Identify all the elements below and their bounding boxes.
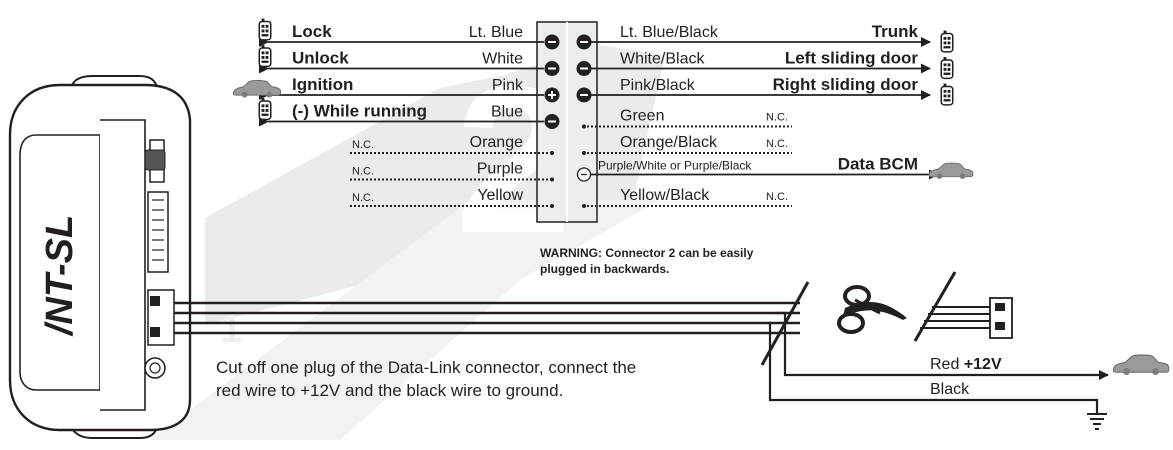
wire-color-label: White — [482, 51, 523, 68]
pin-right-5 — [582, 151, 586, 155]
function-label: Ignition — [292, 75, 353, 94]
wire-color-label: Orange/Black — [620, 134, 718, 151]
power-wire-color: Red — [930, 356, 960, 373]
pin-left-7 — [550, 204, 554, 208]
function-label: Left sliding door — [785, 49, 919, 68]
function-label: Unlock — [292, 49, 349, 68]
nc-label: N.C. — [766, 138, 788, 150]
module-unit: /NT-SL — [8, 75, 192, 439]
warning-line-1: WARNING: Connector 2 can be easily — [540, 246, 754, 260]
wire-color-label: Blue — [491, 104, 523, 121]
ground-icon — [1087, 413, 1107, 430]
watermark-1: 1 — [220, 307, 242, 351]
wire-color-label: Yellow — [477, 187, 523, 204]
function-label: Right sliding door — [773, 75, 919, 94]
function-label: Trunk — [872, 22, 919, 41]
plus-icon — [548, 91, 556, 99]
remote-icon — [940, 56, 954, 80]
cut-plug — [913, 271, 1013, 342]
warning-line-2: plugged in backwards. — [540, 262, 670, 276]
wire-color-label: Pink — [492, 77, 524, 94]
remote-icon — [940, 83, 954, 106]
data-link-wires — [174, 301, 800, 335]
remote-icon — [258, 97, 272, 121]
nc-label: N.C. — [352, 166, 374, 178]
ground-wire-label: Black — [930, 381, 970, 398]
nc-label: N.C. — [352, 192, 374, 204]
car-icon — [928, 162, 974, 180]
scissors-icon — [837, 285, 907, 334]
wire-color-label: Lt. Blue/Black — [620, 24, 719, 41]
module-brand: /NT-SL — [39, 215, 81, 337]
power-wire-voltage: +12V — [963, 356, 1002, 373]
pin-left-5 — [550, 151, 554, 155]
wire-color-label: Yellow/Black — [620, 187, 710, 204]
wire-leaders — [259, 37, 939, 207]
pin-right-7 — [582, 204, 586, 208]
function-label: (-) While running — [292, 102, 427, 121]
data-link-note-1: Cut off one plug of the Data-Link connec… — [216, 358, 637, 377]
power-wire-label: Red +12V — [930, 357, 1002, 373]
function-label: Data BCM — [838, 155, 918, 174]
wire-color-label: Lt. Blue — [469, 24, 523, 41]
connector-2 — [536, 21, 598, 223]
pin-left-6 — [550, 177, 554, 182]
nc-label: N.C. — [766, 191, 788, 203]
wire-color-label: Green — [620, 108, 664, 125]
car-icon — [1112, 354, 1170, 376]
function-label: Lock — [292, 22, 332, 41]
wire-color-label: Pink/Black — [620, 77, 696, 94]
ground-wire — [768, 321, 1099, 414]
car-icon — [232, 80, 282, 98]
wire-color-label: Orange — [470, 134, 523, 151]
nc-label: N.C. — [766, 112, 788, 124]
power-wire — [775, 311, 1109, 380]
pin-right-4 — [582, 124, 586, 129]
data-link-note-2: red wire to +12V and the black wire to g… — [216, 381, 564, 400]
remote-icon — [258, 44, 272, 68]
wire-color-label: Purple/White or Purple/Black — [598, 159, 752, 173]
wire-color-label: Purple — [477, 161, 523, 178]
remote-icon — [258, 18, 272, 41]
wire-color-label: White/Black — [620, 51, 705, 68]
nc-label: N.C. — [352, 139, 374, 151]
remote-icon — [940, 30, 954, 53]
